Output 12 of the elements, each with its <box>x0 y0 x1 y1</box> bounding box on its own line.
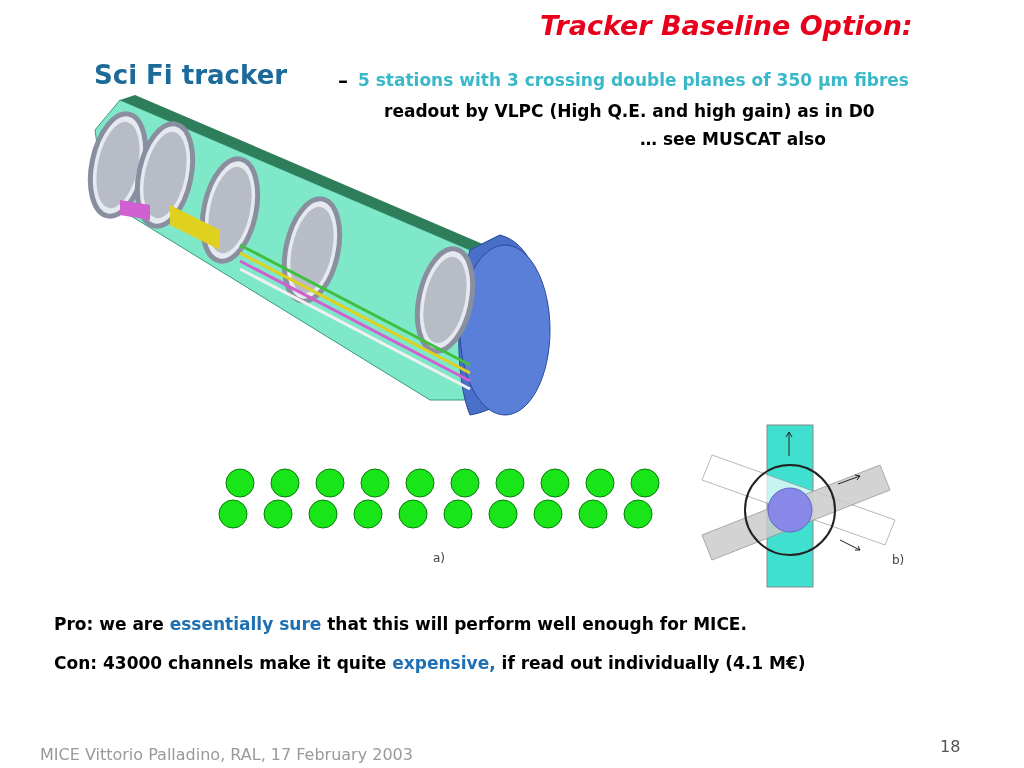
dash-separator: – <box>338 68 348 92</box>
page-number: 18 <box>940 737 961 756</box>
slide-title: Tracker Baseline Option: <box>540 10 913 41</box>
note-text: … see MUSCAT also <box>640 129 826 149</box>
pro-text: Pro: we are essentially sure that this will perform well enough for MICE. <box>54 614 747 634</box>
con-text: Con: 43000 channels make it quite expensive, if read out individually (4.1 M€) <box>54 653 806 673</box>
heading: Sci Fi tracker <box>94 60 288 90</box>
subheading-text: 5 stations with 3 crossing double planes of 350 μm fibres <box>358 70 909 90</box>
panel-label: b) <box>892 553 905 567</box>
panel-label: a) <box>433 551 446 565</box>
note-text: readout by VLPC (High Q.E. and high gain) as in D0 <box>384 101 875 121</box>
footer-text: MICE Vittorio Palladino, RAL, 17 February 2003 <box>40 745 413 764</box>
